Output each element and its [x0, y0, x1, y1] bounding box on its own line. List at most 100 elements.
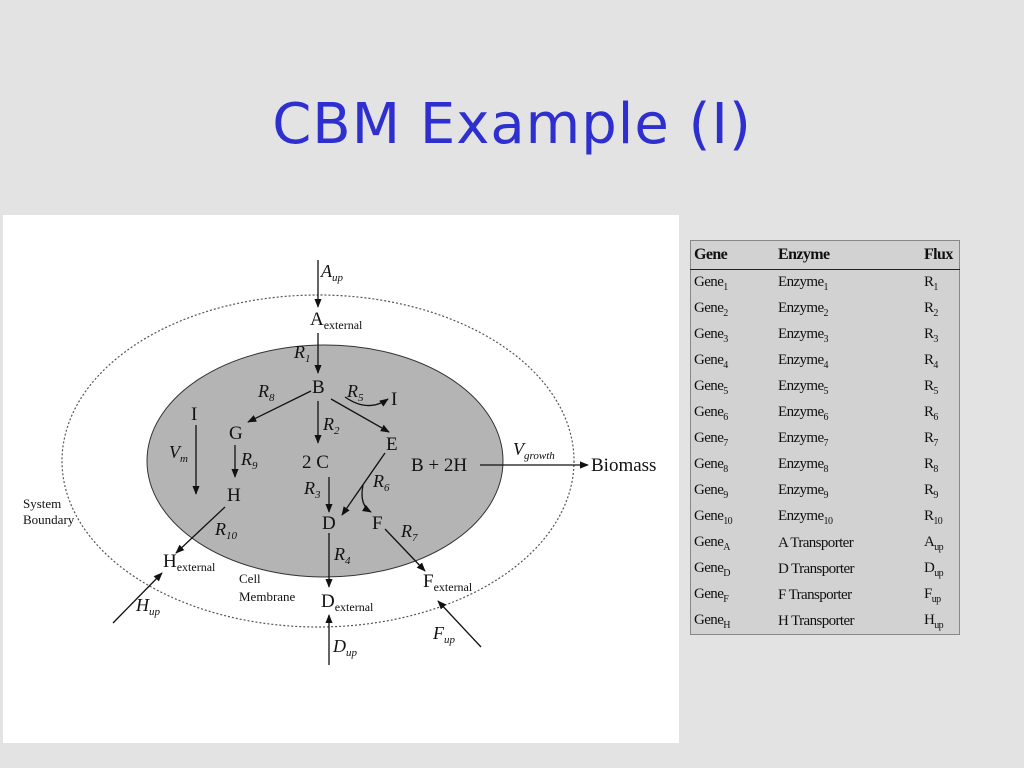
b-plus-2h-label: B + 2H — [411, 455, 467, 476]
metabolite-f-label: F — [372, 513, 383, 534]
enzyme-cell-text: Enzyme — [778, 299, 824, 316]
gene-cell: GeneD — [691, 556, 776, 582]
r1-label: R1 — [293, 342, 311, 365]
flux-cell-subscript: 3 — [933, 333, 938, 345]
slide-title: CBM Example (I) — [272, 92, 752, 157]
flux-cell-text: H — [924, 611, 935, 628]
gene-cell: GeneF — [691, 582, 776, 608]
h-up-arrow — [112, 572, 163, 624]
r5-arrow — [344, 396, 389, 407]
gene-cell-text: Gene — [694, 455, 724, 472]
enzyme-cell-text: Enzyme — [778, 377, 824, 394]
flux-cell-text: R — [924, 273, 934, 290]
flux-cell: R1 — [921, 270, 960, 297]
gene-cell-subscript: H — [723, 619, 730, 631]
gene-cell-subscript: 5 — [723, 385, 728, 397]
enzyme-cell-text: Enzyme — [778, 429, 824, 446]
flux-cell: R3 — [921, 322, 960, 348]
enzyme-cell-text: Enzyme — [778, 351, 824, 368]
enzyme-cell-text: Enzyme — [778, 481, 824, 498]
flux-cell-subscript: up — [931, 593, 941, 605]
flux-cell-text: R — [924, 455, 934, 472]
flux-cell-text: R — [924, 429, 934, 446]
h-up-label: Hup — [135, 595, 161, 618]
flux-cell: R8 — [921, 452, 960, 478]
table-header-row: Gene Enzyme Flux — [690, 240, 960, 270]
metabolite-2c-label: 2 C — [302, 452, 329, 473]
metabolite-i-left-label: I — [191, 404, 197, 425]
r6-label: R6 — [372, 471, 390, 494]
gene-cell-subscript: 8 — [723, 463, 728, 475]
flux-cell-subscript: 6 — [933, 411, 938, 423]
enzyme-cell: Enzyme3 — [775, 322, 921, 348]
enzyme-cell-subscript: 7 — [823, 437, 829, 449]
membrane-label: Membrane — [239, 589, 296, 604]
b-to-e-arrow — [330, 398, 390, 433]
flux-cell-text: F — [924, 585, 932, 602]
flux-cell-text: R — [924, 299, 934, 316]
gene-cell-text: Gene — [694, 351, 724, 368]
flux-cell: Fup — [921, 582, 960, 608]
gene-cell-subscript: 9 — [723, 489, 728, 501]
enzyme-cell: D Transporter — [775, 556, 921, 582]
gene-cell-subscript: A — [723, 541, 730, 553]
gene-cell-subscript: F — [723, 593, 729, 605]
flux-cell-subscript: up — [934, 541, 944, 553]
gene-cell-text: Gene — [694, 325, 724, 342]
flux-cell: R9 — [921, 478, 960, 504]
flux-cell-subscript: 7 — [933, 437, 938, 449]
flux-column-header: Flux — [921, 240, 960, 270]
r5-label: R5 — [346, 381, 364, 404]
enzyme-cell: Enzyme8 — [775, 452, 921, 478]
r8-arrow — [247, 390, 312, 423]
flux-cell: Dup — [921, 556, 960, 582]
flux-cell-text: A — [924, 533, 935, 550]
flux-cell: R4 — [921, 348, 960, 374]
r2-label: R2 — [322, 414, 340, 437]
biomass-label: Biomass — [591, 455, 656, 476]
flux-cell: Hup — [921, 608, 960, 635]
enzyme-cell-subscript: 4 — [823, 359, 829, 371]
flux-cell: R2 — [921, 296, 960, 322]
cell-label: Cell — [239, 571, 261, 586]
flux-cell-subscript: 1 — [933, 281, 938, 293]
d-external-label: Dexternal — [321, 591, 374, 614]
flux-cell: Aup — [921, 530, 960, 556]
enzyme-cell: Enzyme1 — [775, 270, 921, 297]
flux-cell-text: R — [924, 325, 934, 342]
enzyme-cell-text: Enzyme — [778, 455, 824, 472]
flux-cell-subscript: 4 — [933, 359, 938, 371]
gene-cell-subscript: 6 — [723, 411, 728, 423]
flux-cell-subscript: 2 — [933, 307, 938, 319]
h-external-label: Hexternal — [163, 551, 216, 574]
gene-cell: Gene1 — [691, 270, 776, 297]
gene-cell-text: Gene — [694, 559, 724, 576]
gene-cell-text: Gene — [694, 403, 724, 420]
enzyme-cell-subscript: 3 — [823, 333, 829, 345]
enzyme-cell: Enzyme10 — [775, 504, 921, 530]
gene-cell: GeneH — [691, 608, 776, 635]
enzyme-cell: H Transporter — [775, 608, 921, 635]
flux-cell: R5 — [921, 374, 960, 400]
enzyme-cell-text: H Transporter — [778, 612, 855, 629]
enzyme-cell-subscript: 6 — [823, 411, 829, 423]
gene-cell-subscript: 1 — [723, 281, 728, 293]
gene-cell-subscript: 10 — [723, 515, 733, 527]
metabolite-g-label: G — [229, 423, 243, 444]
cell-membrane-ellipse — [146, 344, 504, 578]
gene-cell-text: Gene — [694, 481, 724, 498]
r9-label: R9 — [240, 449, 258, 472]
metabolite-h-label: H — [227, 485, 241, 506]
gene-cell: GeneA — [691, 530, 776, 556]
gene-cell-text: Gene — [694, 377, 724, 394]
enzyme-cell: Enzyme2 — [775, 296, 921, 322]
gene-cell-subscript: 2 — [723, 307, 728, 319]
r6-arrow-to-d — [341, 452, 386, 516]
flux-cell-subscript: up — [934, 567, 944, 579]
